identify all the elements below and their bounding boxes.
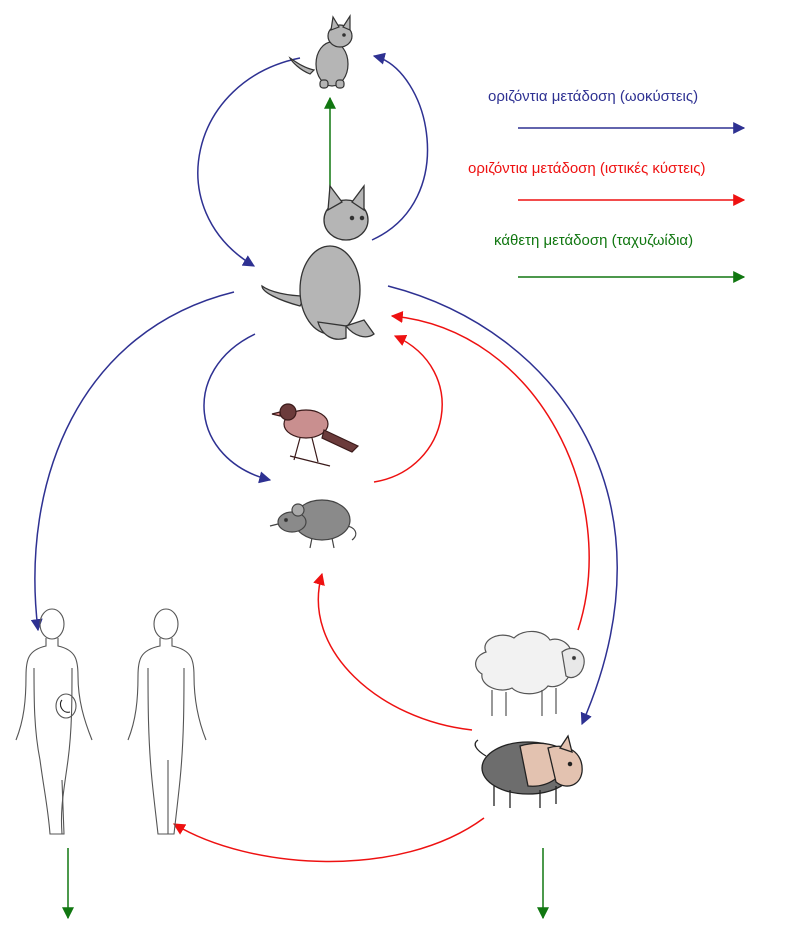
arrow-pig-to-human (174, 818, 484, 862)
bird-icon (272, 404, 358, 466)
arrow-cat-to-rodent (204, 334, 270, 480)
arrow-sheep-to-cat (392, 316, 589, 630)
rodent-icon (270, 500, 356, 548)
sheep-icon (476, 631, 585, 716)
arrow-cat-to-kitten-right (372, 56, 428, 240)
arrow-rodent-to-cat (374, 336, 442, 482)
kitten-icon (290, 16, 352, 88)
human-male-icon (128, 609, 206, 834)
legend-horizontal-oocysts-label: οριζόντια μετάδοση (ωοκύστεις) (488, 88, 698, 105)
human-female-pregnant-icon (16, 609, 92, 834)
arrow-kitten-to-cat-left (198, 58, 300, 266)
arrow-pig-to-rodent (318, 574, 472, 730)
cat-icon (262, 186, 374, 339)
legend-vertical-tachyzoites-label: κάθετη μετάδοση (ταχυζωίδια) (494, 232, 693, 249)
arrow-cat-to-human (35, 292, 234, 630)
pig-icon (475, 736, 582, 808)
legend-horizontal-tissue-cysts-label: οριζόντια μετάδοση (ιστικές κύστεις) (468, 160, 706, 177)
